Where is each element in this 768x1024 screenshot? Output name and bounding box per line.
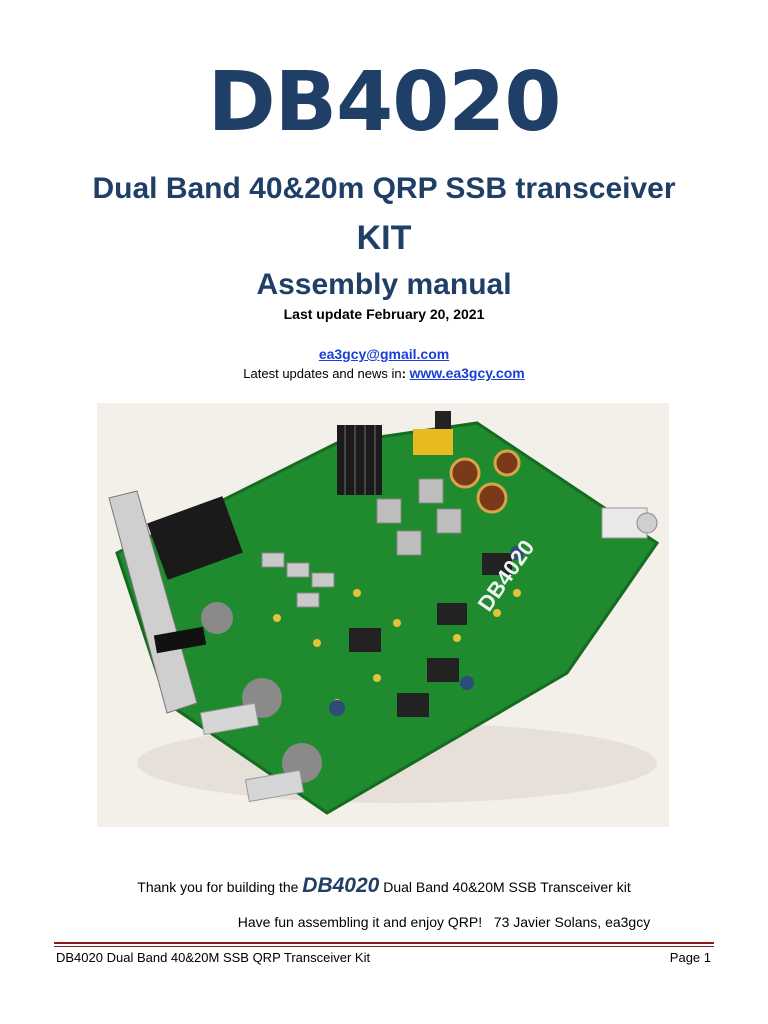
coil-cans <box>376 478 462 556</box>
subtitle-line-1: Dual Band 40&20m QRP SSB transceiver <box>92 172 676 205</box>
knob-2 <box>199 678 282 736</box>
news-prefix: Latest updates and news in <box>243 366 402 381</box>
fun-line: Have fun assembling it and enjoy QRP! 73… <box>237 914 651 930</box>
thanks-brand: DB4020 <box>302 874 380 897</box>
electrolytics <box>329 546 524 716</box>
subtitle-line-3: Assembly manual <box>256 268 512 301</box>
footer-rule <box>54 942 714 944</box>
bnc-connector <box>601 507 658 539</box>
footer-title: DB4020 Dual Band 40&20M SSB QRP Transcei… <box>56 950 371 965</box>
page-number: Page 1 <box>669 950 711 965</box>
heatsink <box>337 425 382 495</box>
document-title: DB4020 <box>207 55 562 150</box>
knob-1 <box>153 602 233 654</box>
pcb-photo: DB4020 <box>97 403 669 827</box>
toroids <box>449 449 521 514</box>
email-link[interactable]: ea3gcy@gmail.com <box>318 346 450 362</box>
subtitle-line-2: KIT <box>356 219 412 257</box>
knob-3 <box>244 743 322 803</box>
news-line: Latest updates and news in: www.ea3gcy.c… <box>0 365 768 381</box>
footer-rule-thin <box>54 946 714 947</box>
thanks-after: Dual Band 40&20M SSB Transceiver kit <box>379 879 631 895</box>
front-panel <box>108 490 198 714</box>
ic-module <box>147 496 243 580</box>
website-link[interactable]: www.ea3gcy.com <box>409 365 525 381</box>
capacitor-top <box>435 411 451 429</box>
thanks-line: Thank you for building the DB4020 Dual B… <box>0 874 768 898</box>
crystals <box>261 552 335 608</box>
ics <box>349 553 512 717</box>
news-colon: : <box>401 366 410 381</box>
last-update: Last update February 20, 2021 <box>283 306 485 322</box>
yellow-capacitor <box>413 429 453 455</box>
thanks-before: Thank you for building the <box>137 879 303 895</box>
